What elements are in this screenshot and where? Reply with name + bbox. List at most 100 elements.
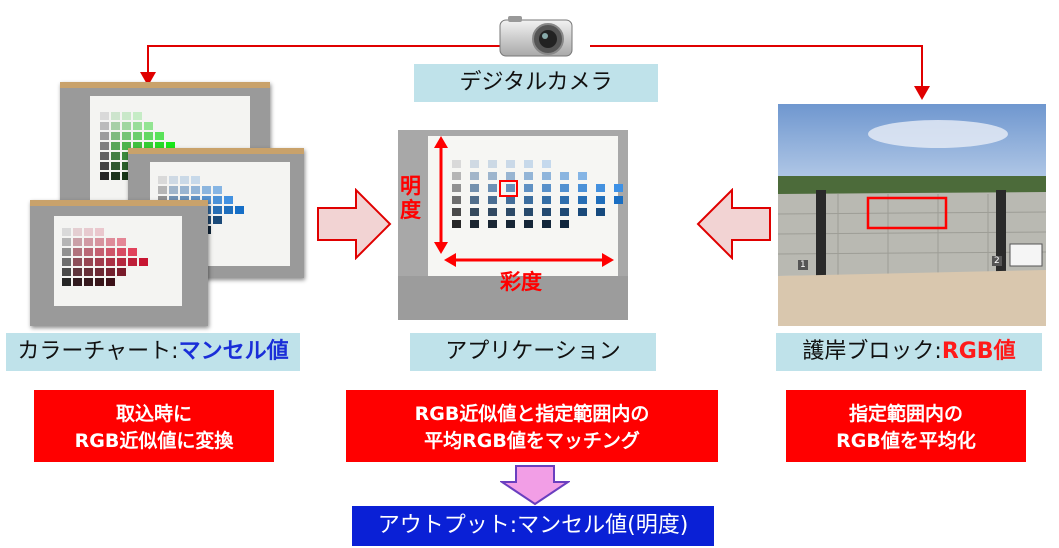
- color-swatch: [84, 278, 93, 286]
- color-swatch: [235, 186, 244, 194]
- color-swatch: [560, 220, 569, 228]
- axis-label-lightness: 明度: [400, 174, 421, 222]
- color-swatch: [73, 258, 82, 266]
- color-swatch: [488, 172, 497, 180]
- color-swatch: [560, 184, 569, 192]
- color-swatch: [73, 228, 82, 236]
- color-swatch: [155, 112, 164, 120]
- color-swatch: [122, 112, 131, 120]
- color-swatch: [180, 176, 189, 184]
- color-swatch: [488, 160, 497, 168]
- revetment-label-highlight: RGB値: [941, 339, 1016, 364]
- color-swatch: [95, 228, 104, 236]
- color-swatch: [213, 176, 222, 184]
- color-swatch: [452, 160, 461, 168]
- color-swatch: [117, 268, 126, 276]
- color-swatch: [560, 172, 569, 180]
- color-swatch: [213, 206, 222, 214]
- color-swatch: [62, 278, 71, 286]
- color-swatch: [144, 142, 153, 150]
- left-description-line2: RGB近似値に変換: [74, 430, 234, 452]
- color-swatch: [122, 132, 131, 140]
- color-swatch: [155, 132, 164, 140]
- right-description-line2: RGB値を平均化: [836, 430, 976, 452]
- color-swatch: [452, 196, 461, 204]
- color-swatch: [128, 238, 137, 246]
- color-swatch: [139, 268, 148, 276]
- color-swatch: [95, 238, 104, 246]
- color-swatch: [95, 278, 104, 286]
- color-swatch: [144, 132, 153, 140]
- color-swatch: [106, 268, 115, 276]
- color-swatch: [506, 160, 515, 168]
- color-swatch: [106, 258, 115, 266]
- color-swatch: [191, 186, 200, 194]
- color-swatch: [100, 162, 109, 170]
- color-swatch: [133, 142, 142, 150]
- color-swatch: [84, 248, 93, 256]
- color-swatch: [95, 258, 104, 266]
- color-swatch: [84, 258, 93, 266]
- color-swatch: [506, 208, 515, 216]
- color-swatch: [106, 278, 115, 286]
- color-swatch: [106, 228, 115, 236]
- color-swatch: [128, 268, 137, 276]
- color-chart-label-prefix: カラーチャート:: [17, 339, 179, 364]
- color-swatch: [117, 248, 126, 256]
- color-swatch: [133, 132, 142, 140]
- color-swatch: [235, 176, 244, 184]
- color-swatch: [106, 238, 115, 246]
- color-swatch: [180, 186, 189, 194]
- color-swatch: [122, 122, 131, 130]
- color-swatch: [224, 176, 233, 184]
- arrow-right-icon: [317, 188, 392, 260]
- color-swatch: [106, 248, 115, 256]
- color-swatch: [191, 176, 200, 184]
- color-swatch: [596, 184, 605, 192]
- color-swatch: [224, 226, 233, 234]
- color-swatch: [614, 196, 623, 204]
- color-swatch: [506, 184, 515, 192]
- color-swatch: [117, 238, 126, 246]
- color-swatch: [139, 238, 148, 246]
- color-swatch: [488, 220, 497, 228]
- revetment-label: 護岸ブロック:RGB値: [776, 333, 1042, 371]
- color-swatch: [144, 112, 153, 120]
- color-swatch: [524, 172, 533, 180]
- color-swatch: [62, 258, 71, 266]
- color-swatch: [158, 186, 167, 194]
- color-swatch: [73, 278, 82, 286]
- color-swatch: [542, 196, 551, 204]
- color-swatch: [169, 176, 178, 184]
- color-swatch: [169, 186, 178, 194]
- color-swatch: [470, 160, 479, 168]
- color-swatch: [488, 196, 497, 204]
- color-swatch: [100, 172, 109, 180]
- color-swatch: [166, 132, 175, 140]
- color-swatch: [84, 228, 93, 236]
- right-description-line1: 指定範囲内の: [848, 403, 963, 425]
- color-swatch: [84, 238, 93, 246]
- color-swatch: [62, 268, 71, 276]
- color-swatch: [122, 152, 131, 160]
- color-swatch: [614, 184, 623, 192]
- color-swatch: [100, 152, 109, 160]
- color-swatch: [122, 142, 131, 150]
- color-swatch: [166, 122, 175, 130]
- camera-icon: [498, 14, 574, 58]
- color-swatch: [158, 176, 167, 184]
- color-swatch: [524, 184, 533, 192]
- color-swatch: [111, 162, 120, 170]
- color-swatch: [128, 248, 137, 256]
- color-swatch: [596, 196, 605, 204]
- revetment-block-photo: 1 2: [778, 104, 1046, 326]
- color-chart-board-red: [30, 200, 208, 326]
- color-swatch: [524, 208, 533, 216]
- color-swatch: [224, 206, 233, 214]
- color-swatch: [578, 208, 587, 216]
- color-swatch: [235, 226, 244, 234]
- color-swatch: [155, 122, 164, 130]
- color-swatch: [470, 184, 479, 192]
- color-swatch: [542, 160, 551, 168]
- color-swatch: [235, 206, 244, 214]
